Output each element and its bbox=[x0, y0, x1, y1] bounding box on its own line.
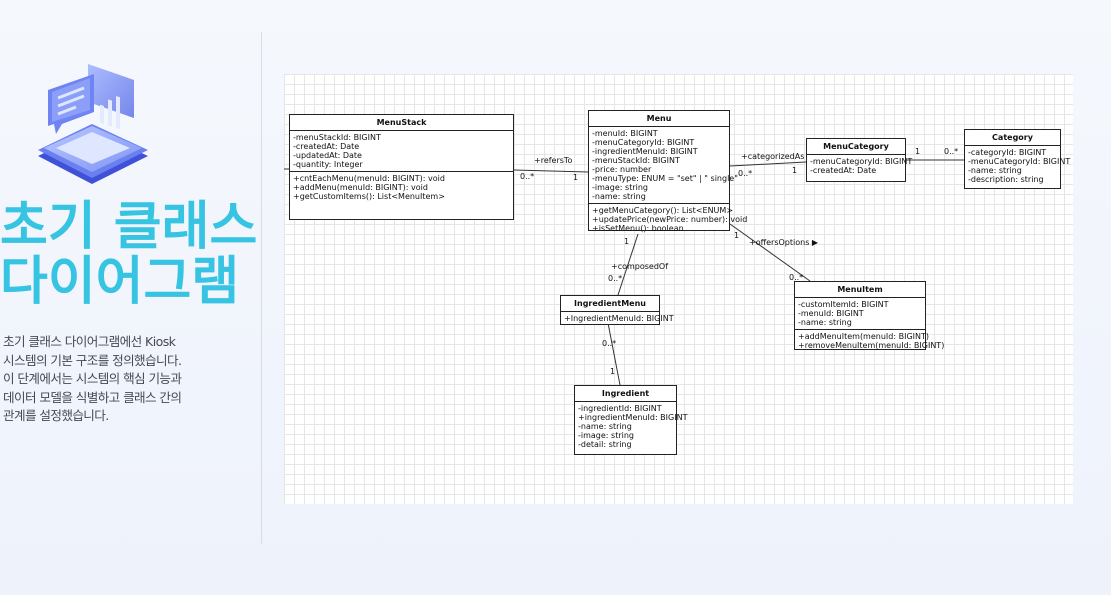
class-method: +getMenuCategory(): List<ENUM> bbox=[592, 206, 734, 215]
class-name: Ingredient bbox=[575, 386, 676, 402]
diagram-canvas: +refersTo 0..* 1 +categorizedAs ▶ 0..* 1… bbox=[284, 74, 1073, 504]
class-attributes: -categoryId: BIGINT-menuCategoryId: BIGI… bbox=[965, 146, 1071, 186]
mult-categorized-as-1: 0..* bbox=[738, 169, 753, 178]
class-attribute: -image: string bbox=[592, 183, 649, 192]
line-categorized-as bbox=[729, 161, 807, 167]
class-attribute: -quantity: Integer bbox=[293, 160, 363, 169]
class-ingredient[interactable]: Ingredient -ingredientId: BIGINT+ingredi… bbox=[574, 385, 688, 455]
class-method: +removeMenuItem(menuId: BIGINT) bbox=[798, 341, 945, 350]
class-methods: +getMenuCategory(): List<ENUM>+updatePri… bbox=[589, 203, 748, 235]
class-name: Category bbox=[965, 130, 1060, 146]
class-category[interactable]: Category -categoryId: BIGINT-menuCategor… bbox=[964, 129, 1071, 189]
class-method: +addMenuItem(menuId: BIGINT) bbox=[798, 332, 929, 341]
class-attributes: -menuStackId: BIGINT-createdAt: Date-upd… bbox=[290, 131, 513, 171]
class-attributes: -customItemId: BIGINT-menuId: BIGINT-nam… bbox=[795, 298, 925, 329]
class-attribute: +ingredientMenuId: BIGINT bbox=[578, 413, 688, 422]
class-attribute: -createdAt: Date bbox=[810, 166, 877, 175]
mult-composed-of-2: 0..* bbox=[608, 274, 623, 283]
page-title: 초기 클래스 다이어그램 bbox=[0, 200, 262, 310]
mult-ingredient-link-2: 1 bbox=[610, 367, 616, 376]
class-attribute: -customItemId: BIGINT bbox=[798, 300, 889, 309]
class-name: MenuItem bbox=[795, 282, 925, 298]
class-attribute: -menuCategoryId: BIGINT bbox=[810, 157, 913, 166]
relation-lines bbox=[284, 159, 964, 386]
mult-category-link-2: 0..* bbox=[944, 147, 959, 156]
class-attribute: -detail: string bbox=[578, 440, 632, 449]
mult-composed-of-1: 1 bbox=[624, 237, 630, 246]
class-attribute: -menuId: BIGINT bbox=[798, 309, 864, 318]
chart-chat-icon bbox=[38, 64, 148, 184]
class-methods: +addMenuItem(menuId: BIGINT)+removeMenuI… bbox=[795, 329, 945, 352]
sidebar-panel: 초기 클래스 다이어그램 초기 클래스 다이어그램에선 Kiosk 시스템의 기… bbox=[0, 0, 262, 595]
mult-category-link-1: 1 bbox=[915, 147, 921, 156]
label-composed-of: +composedOf bbox=[611, 262, 669, 271]
line-composed-of bbox=[617, 233, 639, 296]
class-ingredientmenu[interactable]: IngredientMenu +IngredientMenuId: BIGINT bbox=[560, 295, 674, 325]
class-attribute: -image: string bbox=[578, 431, 635, 440]
class-attribute: -updatedAt: Date bbox=[293, 151, 362, 160]
class-attribute: -price: number bbox=[592, 165, 652, 174]
class-attribute: -createdAt: Date bbox=[293, 142, 360, 151]
line-offers-options bbox=[729, 223, 811, 282]
class-method: +getCustomItems(): List<MenuItem> bbox=[293, 192, 445, 201]
class-attribute: -name: string bbox=[592, 192, 646, 201]
class-menustack[interactable]: MenuStack -menuStackId: BIGINT-createdAt… bbox=[289, 114, 514, 220]
line-refers-to bbox=[513, 169, 589, 173]
class-attribute: -menuStackId: BIGINT bbox=[592, 156, 680, 165]
description-text: 초기 클래스 다이어그램에선 Kiosk 시스템의 기본 구조를 정의했습니다.… bbox=[3, 334, 182, 423]
class-name: Menu bbox=[589, 111, 729, 127]
class-attribute: -menuType: ENUM = "set" | " single" bbox=[592, 174, 738, 183]
class-attribute: -menuCategoryId: BIGINT bbox=[592, 138, 695, 147]
class-attribute: +IngredientMenuId: BIGINT bbox=[564, 314, 674, 323]
class-attribute: -name: string bbox=[578, 422, 632, 431]
class-attributes: +IngredientMenuId: BIGINT bbox=[561, 312, 674, 325]
class-attribute: -menuId: BIGINT bbox=[592, 129, 658, 138]
mult-refers-to-1: 0..* bbox=[520, 172, 535, 181]
class-attribute: -menuCategoryId: BIGINT bbox=[968, 157, 1071, 166]
line-ingredient-link bbox=[607, 322, 621, 386]
class-attribute: -menuStackId: BIGINT bbox=[293, 133, 381, 142]
class-attribute: -ingredientId: BIGINT bbox=[578, 404, 662, 413]
class-attribute: -description: string bbox=[968, 175, 1044, 184]
mult-categorized-as-2: 1 bbox=[792, 166, 798, 175]
class-attribute: -categoryId: BIGINT bbox=[968, 148, 1047, 157]
class-attributes: -menuId: BIGINT-menuCategoryId: BIGINT-i… bbox=[589, 127, 738, 203]
mult-offers-options-1: 1 bbox=[734, 231, 740, 240]
mult-refers-to-2: 1 bbox=[573, 173, 579, 182]
class-name: MenuCategory bbox=[807, 139, 905, 155]
class-menuitem[interactable]: MenuItem -customItemId: BIGINT-menuId: B… bbox=[794, 281, 945, 352]
mult-offers-options-2: 0..* bbox=[789, 273, 804, 282]
title-line-1: 초기 클래스 bbox=[0, 197, 258, 257]
class-name: IngredientMenu bbox=[561, 296, 659, 312]
class-attributes: -ingredientId: BIGINT+ingredientMenuId: … bbox=[575, 402, 688, 451]
class-menu[interactable]: Menu -menuId: BIGINT-menuCategoryId: BIG… bbox=[588, 110, 747, 233]
mult-ingredient-link-1: 0..* bbox=[602, 339, 617, 348]
class-attribute: -ingredientMenuId: BIGINT bbox=[592, 147, 698, 156]
label-categorized-as: +categorizedAs ▶ bbox=[741, 152, 814, 161]
class-attributes: -menuCategoryId: BIGINT-createdAt: Date bbox=[807, 155, 913, 177]
class-attribute: -name: string bbox=[968, 166, 1022, 175]
class-method: +cntEachMenu(menuId: BIGINT): void bbox=[293, 174, 445, 183]
class-menucategory[interactable]: MenuCategory -menuCategoryId: BIGINT-cre… bbox=[806, 138, 913, 182]
class-method: +isSetMenu(): boolean bbox=[592, 224, 684, 233]
class-method: +updatePrice(newPrice: number): void bbox=[592, 215, 748, 224]
title-line-2: 다이어그램 bbox=[0, 252, 240, 312]
class-method: +addMenu(menuId: BIGINT): void bbox=[293, 183, 428, 192]
vertical-divider bbox=[261, 32, 262, 544]
label-offers-options: +offersOptions ▶ bbox=[749, 238, 819, 247]
label-refers-to: +refersTo bbox=[534, 156, 573, 165]
class-attribute: -name: string bbox=[798, 318, 852, 327]
class-methods: +cntEachMenu(menuId: BIGINT): void+addMe… bbox=[290, 171, 513, 203]
class-name: MenuStack bbox=[290, 115, 513, 131]
